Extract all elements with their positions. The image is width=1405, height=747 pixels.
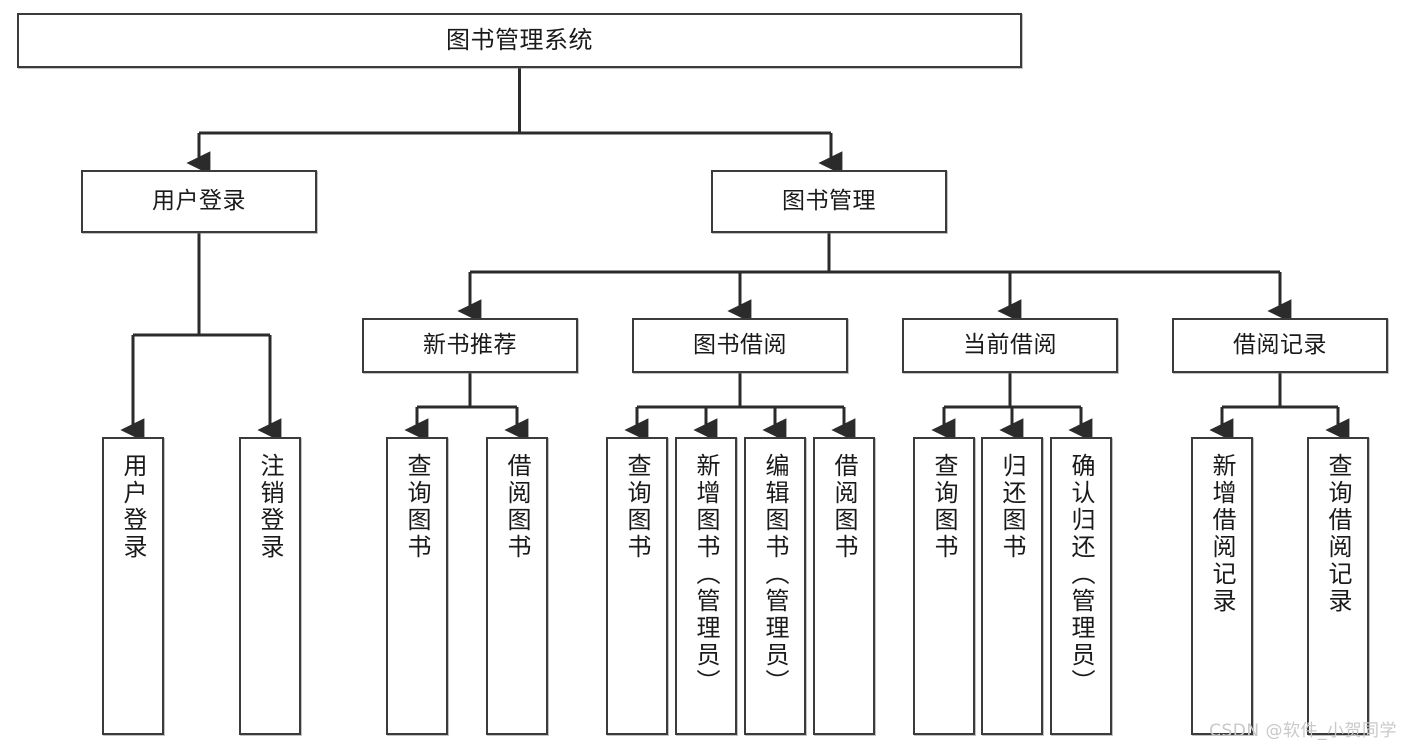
node-leaf-query-book-1-label: 查询图书 bbox=[403, 453, 431, 561]
node-leaf-query-record-label: 查询借阅记录 bbox=[1324, 453, 1352, 615]
node-leaf-user-logout-label: 注销登录 bbox=[256, 453, 284, 561]
node-current-borrow[interactable]: 当前借阅 bbox=[902, 318, 1118, 373]
node-leaf-borrow-book-1-label: 借阅图书 bbox=[503, 453, 531, 561]
node-book-manage[interactable]: 图书管理 bbox=[711, 170, 947, 233]
node-leaf-return-book[interactable]: 归还图书 bbox=[981, 437, 1043, 735]
node-leaf-return-book-label: 归还图书 bbox=[998, 453, 1026, 561]
node-new-book-recommend[interactable]: 新书推荐 bbox=[362, 318, 578, 373]
node-book-manage-label: 图书管理 bbox=[782, 187, 876, 214]
node-leaf-borrow-book-2-label: 借阅图书 bbox=[830, 453, 858, 561]
node-leaf-query-book-1[interactable]: 查询图书 bbox=[386, 437, 448, 735]
node-borrow-record-label: 借阅记录 bbox=[1233, 331, 1327, 358]
node-user-login-label: 用户登录 bbox=[152, 187, 246, 214]
node-book-borrow[interactable]: 图书借阅 bbox=[632, 318, 848, 373]
node-leaf-user-logout[interactable]: 注销登录 bbox=[239, 437, 301, 735]
node-leaf-query-book-2-label: 查询图书 bbox=[623, 453, 651, 561]
node-leaf-edit-book-label: 编辑图书（管理员） bbox=[761, 453, 789, 696]
node-leaf-borrow-book-1[interactable]: 借阅图书 bbox=[486, 437, 548, 735]
node-leaf-edit-book[interactable]: 编辑图书（管理员） bbox=[744, 437, 806, 735]
node-leaf-user-login[interactable]: 用户登录 bbox=[102, 437, 164, 735]
node-root[interactable]: 图书管理系统 bbox=[17, 13, 1022, 68]
node-leaf-query-book-2[interactable]: 查询图书 bbox=[606, 437, 668, 735]
node-borrow-record[interactable]: 借阅记录 bbox=[1172, 318, 1388, 373]
node-leaf-borrow-book-2[interactable]: 借阅图书 bbox=[813, 437, 875, 735]
node-leaf-confirm-return[interactable]: 确认归还（管理员） bbox=[1050, 437, 1112, 735]
node-user-login[interactable]: 用户登录 bbox=[81, 170, 317, 233]
node-current-borrow-label: 当前借阅 bbox=[963, 331, 1057, 358]
node-leaf-add-book[interactable]: 新增图书（管理员） bbox=[675, 437, 737, 735]
node-leaf-user-login-label: 用户登录 bbox=[119, 453, 147, 561]
node-leaf-add-record-label: 新增借阅记录 bbox=[1208, 453, 1236, 615]
node-leaf-add-record[interactable]: 新增借阅记录 bbox=[1191, 437, 1253, 735]
node-new-book-recommend-label: 新书推荐 bbox=[423, 331, 517, 358]
node-leaf-confirm-return-label: 确认归还（管理员） bbox=[1067, 453, 1095, 696]
node-root-label: 图书管理系统 bbox=[446, 26, 593, 55]
node-leaf-query-book-3-label: 查询图书 bbox=[930, 453, 958, 561]
node-leaf-add-book-label: 新增图书（管理员） bbox=[692, 453, 720, 696]
node-leaf-query-record[interactable]: 查询借阅记录 bbox=[1307, 437, 1369, 735]
node-leaf-query-book-3[interactable]: 查询图书 bbox=[913, 437, 975, 735]
node-book-borrow-label: 图书借阅 bbox=[693, 331, 787, 358]
